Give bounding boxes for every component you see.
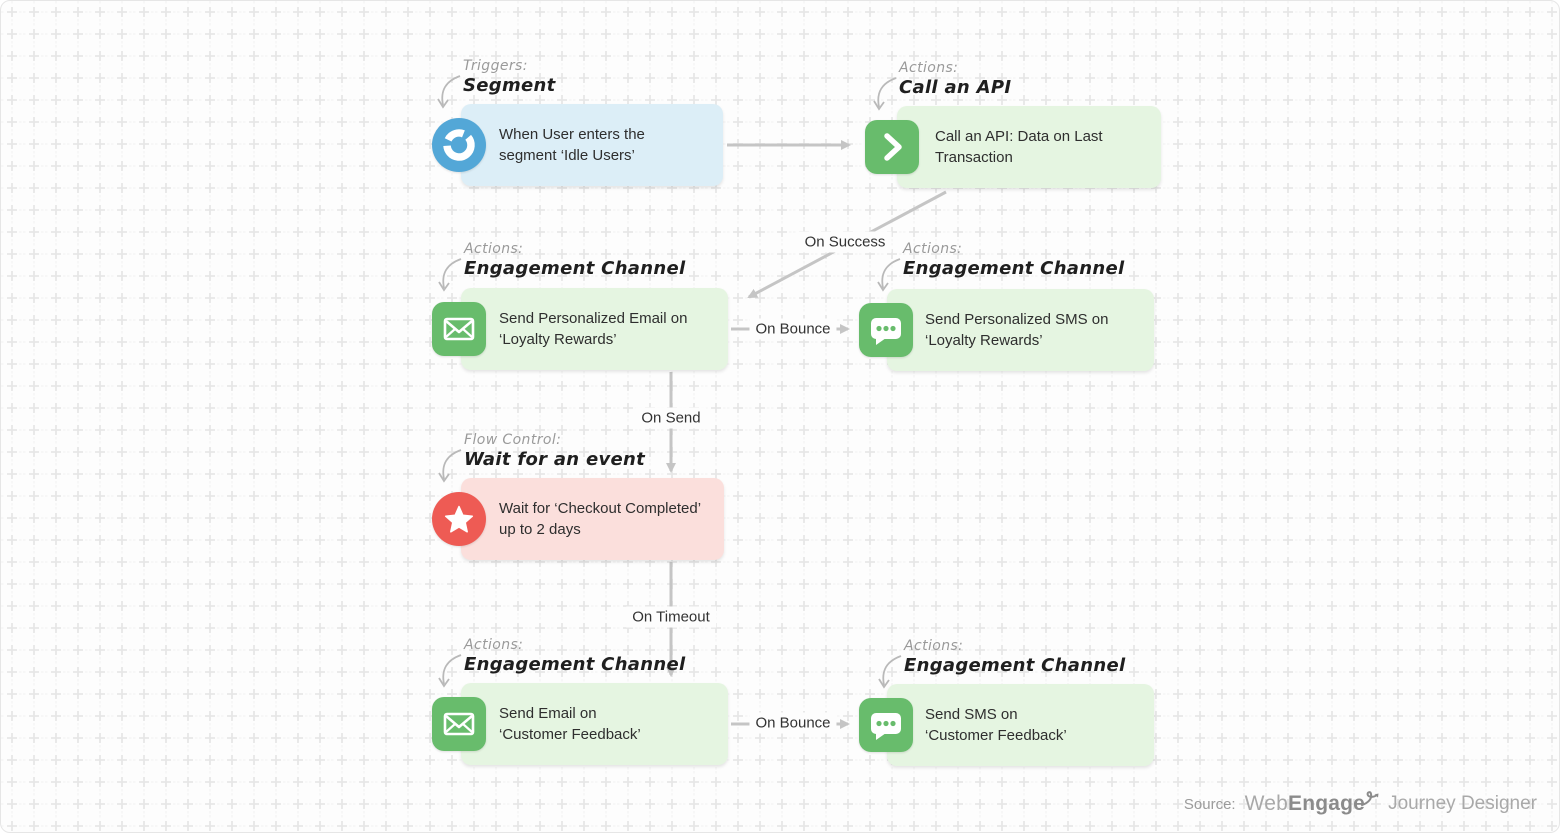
- edge-label-on-timeout: On Timeout: [626, 606, 716, 628]
- node-label-line: ‘Loyalty Rewards’: [925, 332, 1043, 349]
- annotation-category: Flow Control:: [464, 432, 562, 448]
- edge-label-on-success: On Success: [798, 231, 892, 253]
- annotation-engagement-channel-4: Actions: Engagement Channel: [878, 638, 1126, 689]
- segment-icon: [432, 118, 486, 172]
- node-label-line: segment ‘Idle Users’: [499, 147, 635, 164]
- edge-label-on-send: On Send: [635, 407, 707, 429]
- annotation-name: Wait for an event: [464, 449, 646, 470]
- annotation-arrow-icon: [437, 75, 461, 109]
- annotation-name: Engagement Channel: [904, 655, 1126, 676]
- star-icon: [432, 492, 486, 546]
- sms-icon: [859, 303, 913, 357]
- node-label-line: When User enters the: [499, 126, 645, 143]
- edge-label-on-bounce-2: On Bounce: [749, 712, 837, 734]
- node-label-line: Send Personalized SMS on: [925, 311, 1109, 328]
- source-attribution: Source: Web Engage Journey Designer: [1183, 791, 1537, 816]
- node-label-line: up to 2 days: [499, 521, 581, 538]
- node-label-line: Send SMS on: [925, 706, 1018, 723]
- annotation-arrow-icon: [877, 258, 901, 292]
- node-label: Wait for ‘Checkout Completed’ up to 2 da…: [499, 498, 701, 540]
- node-label: Send SMS on ‘Customer Feedback’: [925, 704, 1067, 746]
- annotation-arrow-icon: [873, 77, 897, 111]
- annotation-engagement-channel-3: Actions: Engagement Channel: [438, 637, 686, 688]
- api-icon: [865, 120, 919, 174]
- annotation-wait-for-event: Flow Control: Wait for an event: [438, 432, 646, 483]
- node-label-line: ‘Loyalty Rewards’: [499, 331, 617, 348]
- annotation-name: Engagement Channel: [464, 654, 686, 675]
- annotation-call-an-api: Actions: Call an API: [873, 60, 1012, 111]
- node-label-line: Transaction: [935, 149, 1013, 166]
- node-label-line: Wait for ‘Checkout Completed’: [499, 500, 702, 517]
- brand-engage-text: Engage: [1288, 792, 1366, 815]
- node-label: Call an API: Data on Last Transaction: [935, 126, 1103, 168]
- node-label: Send Personalized Email on ‘Loyalty Rewa…: [499, 308, 687, 350]
- product-name: Journey Designer: [1388, 793, 1537, 814]
- annotation-arrow-icon: [438, 654, 462, 688]
- annotation-category: Triggers:: [463, 58, 528, 74]
- annotation-name: Engagement Channel: [903, 258, 1125, 279]
- annotation-category: Actions:: [464, 637, 524, 653]
- node-label-line: ‘Customer Feedback’: [499, 726, 641, 743]
- node-label-line: Send Email on: [499, 705, 597, 722]
- annotation-category: Actions:: [904, 638, 964, 654]
- edge-label-on-bounce: On Bounce: [749, 318, 837, 340]
- annotation-arrow-icon: [878, 655, 902, 689]
- webengage-tail-icon: [1361, 791, 1379, 806]
- annotation-engagement-channel-1: Actions: Engagement Channel: [438, 241, 686, 292]
- annotation-category: Actions:: [464, 241, 524, 257]
- annotation-name: Segment: [463, 75, 556, 96]
- annotation-category: Actions:: [899, 60, 959, 76]
- annotation-engagement-channel-2: Actions: Engagement Channel: [877, 241, 1125, 292]
- annotation-trigger-segment: Triggers: Segment: [437, 58, 556, 109]
- annotation-category: Actions:: [903, 241, 963, 257]
- source-label: Source:: [1183, 795, 1236, 813]
- brand-web-text: Web: [1244, 792, 1289, 815]
- annotation-name: Engagement Channel: [464, 258, 686, 279]
- node-label: Send Email on ‘Customer Feedback’: [499, 703, 641, 745]
- annotation-name: Call an API: [899, 77, 1012, 98]
- email-icon: [432, 697, 486, 751]
- email-icon: [432, 302, 486, 356]
- annotation-arrow-icon: [438, 449, 462, 483]
- node-label: Send Personalized SMS on ‘Loyalty Reward…: [925, 309, 1108, 351]
- node-label-line: Call an API: Data on Last: [935, 128, 1103, 145]
- node-label-line: Send Personalized Email on: [499, 310, 688, 327]
- node-label-line: ‘Customer Feedback’: [925, 727, 1067, 744]
- webengage-logo: Web Engage: [1244, 791, 1383, 816]
- sms-icon: [859, 698, 913, 752]
- node-label: When User enters the segment ‘Idle Users…: [499, 124, 645, 166]
- annotation-arrow-icon: [438, 258, 462, 292]
